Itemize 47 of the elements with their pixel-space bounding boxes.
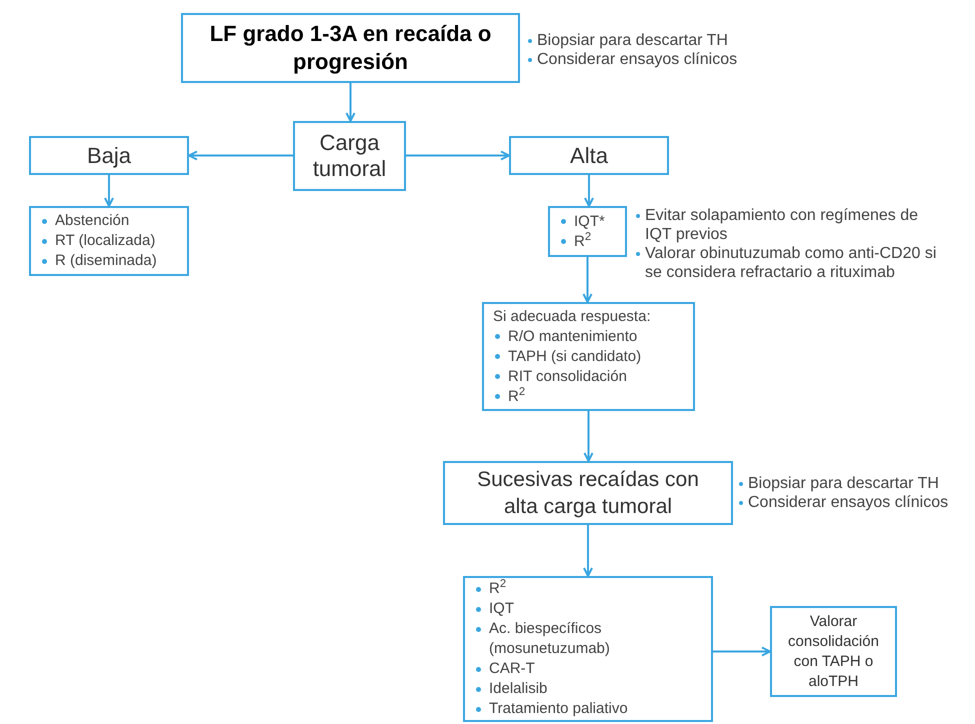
flow-box xyxy=(548,206,627,257)
box-label: Carga tumoral xyxy=(312,130,388,182)
side-note: Considerar ensayos clínicos xyxy=(537,50,738,69)
flow-box xyxy=(443,461,733,525)
list-item: Idelalisib xyxy=(489,679,548,699)
list-heading: Si adecuada respuesta: xyxy=(492,306,652,326)
arrow xyxy=(713,646,771,656)
arrow xyxy=(582,257,592,303)
side-note: Considerar ensayos clínicos xyxy=(748,493,948,512)
box-label: Sucesivas recaídas con alta carga tumoral xyxy=(477,467,699,520)
flow-box xyxy=(293,121,406,191)
flow-box xyxy=(770,606,897,697)
arrow xyxy=(406,150,510,160)
side-note: Evitar solapamiento con regímenes de IQT previos xyxy=(645,206,920,244)
list-item: R$^{2}$ xyxy=(489,579,506,599)
box-title: LF grado 1-3A en recaída o progresión xyxy=(208,20,492,76)
list-item: CAR-T xyxy=(489,659,535,679)
flow-box xyxy=(482,302,695,411)
arrow xyxy=(104,175,114,207)
list-item: R$^{2}$ xyxy=(574,232,592,252)
list-item: IQT xyxy=(489,599,514,619)
side-note: Biopsiar para descartar TH xyxy=(748,474,939,493)
list-item: RIT consolidación xyxy=(508,366,627,386)
flow-box xyxy=(509,136,669,175)
list-item: Tratamiento paliativo xyxy=(489,699,628,719)
box-label: Baja xyxy=(86,142,132,168)
side-note: Valorar obinutuzumab como anti-CD20 si se considera refractario a rituximab xyxy=(645,244,938,282)
flow-box xyxy=(181,13,520,83)
list-item: Ac. biespecíficos (mosunetuzumab) xyxy=(489,619,611,659)
arrow xyxy=(584,411,594,462)
flow-box xyxy=(29,206,189,276)
arrow xyxy=(583,525,593,577)
box-label: Alta xyxy=(570,142,608,168)
list-item: TAPH (si candidato) xyxy=(508,346,642,366)
side-note: Biopsiar para descartar TH xyxy=(537,31,728,50)
arrow xyxy=(346,83,356,122)
flow-box xyxy=(29,136,189,175)
flow-box xyxy=(463,576,713,722)
list-item: R$^{2}$ xyxy=(508,386,526,406)
list-item: Abstención xyxy=(55,211,130,231)
arrow xyxy=(584,175,594,207)
list-item: R (diseminada) xyxy=(55,251,157,271)
box-label: Valorar consolidación con TAPH o aloTPH xyxy=(787,612,880,692)
list-item: IQT* xyxy=(574,212,605,232)
list-item: RT (localizada) xyxy=(55,231,156,251)
list-item: R/O mantenimiento xyxy=(508,326,638,346)
arrow xyxy=(188,150,293,160)
